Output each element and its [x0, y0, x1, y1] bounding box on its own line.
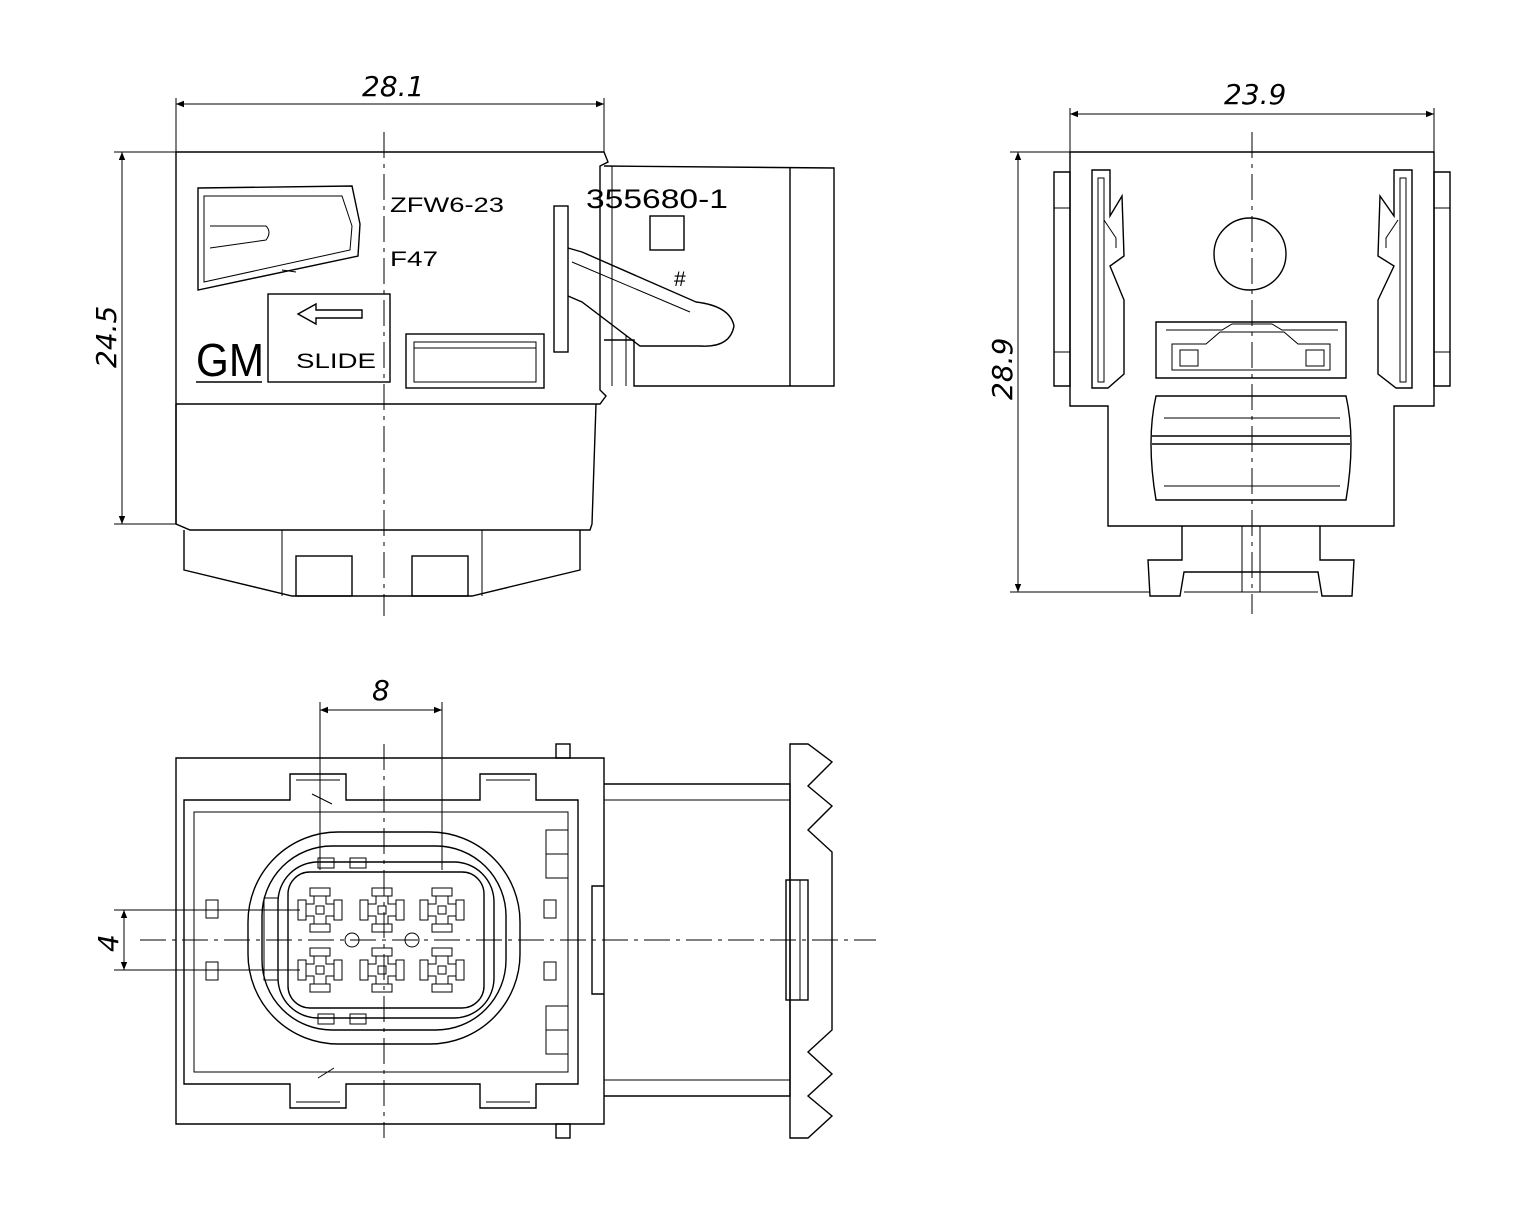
- pin-cavity-6: [419, 947, 465, 993]
- slide-label: SLIDE: [296, 350, 376, 373]
- dim-pitch-horizontal: 8: [372, 674, 390, 707]
- pin-cavity-5: [359, 947, 405, 993]
- dim-side-height: 24.5: [90, 306, 123, 368]
- part-code: ZFW6-23: [390, 194, 504, 217]
- dim-pitch-vertical: 4: [92, 934, 125, 952]
- pin-cavity-4: [297, 947, 343, 993]
- side-view: GM SLIDE ZFW6-23 F47 355680-1 # 28.1: [90, 70, 835, 616]
- gm-logo: GM: [196, 334, 264, 386]
- dim-front-height: 28.9: [986, 338, 1019, 400]
- hash-symbol: #: [674, 268, 686, 291]
- dim-side-width: 28.1: [362, 70, 424, 103]
- dim-front-width: 23.9: [1224, 78, 1286, 111]
- front-view: 23.9 28.9: [986, 78, 1451, 614]
- pin-cavity-1: [297, 887, 343, 933]
- pin-cavity-2: [359, 887, 405, 933]
- face-view: 8 4: [92, 674, 876, 1139]
- pin-cavity-3: [419, 887, 465, 933]
- cavity-code: F47: [390, 248, 438, 271]
- slide-label-box: [267, 293, 391, 383]
- part-number: 355680-1: [586, 184, 728, 214]
